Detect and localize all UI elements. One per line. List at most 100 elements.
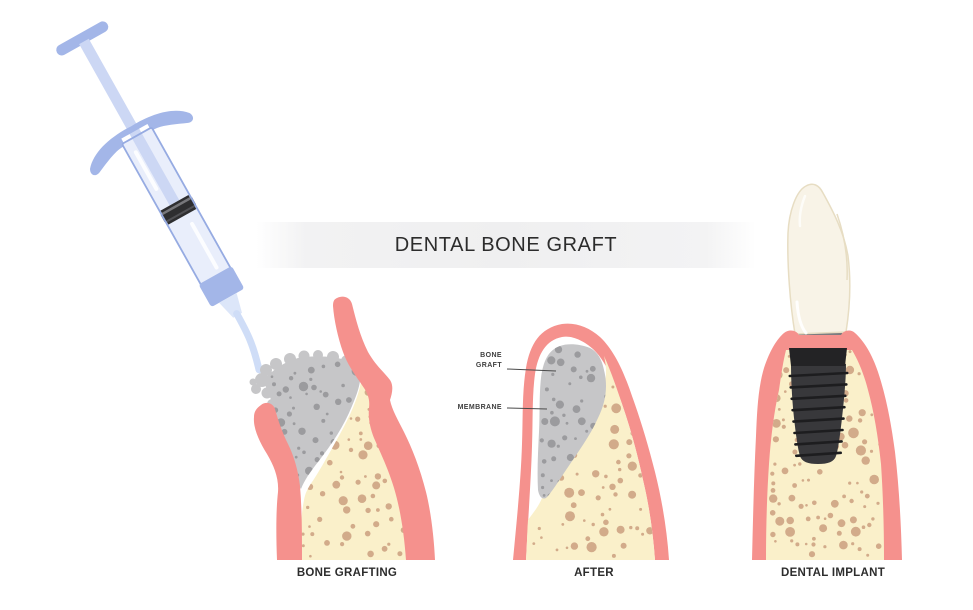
texture-dot [541, 485, 545, 490]
implant-screw [788, 364, 849, 464]
texture-dot [565, 546, 569, 550]
annotation-membrane: MEMBRANE [457, 404, 502, 411]
texture-dot [603, 519, 609, 526]
graft-material-blob [249, 350, 362, 489]
screw-thread-ridge [794, 440, 843, 446]
syringe-plunger-rod [79, 38, 144, 142]
syringe-cannula [233, 310, 263, 374]
texture-dot [292, 422, 296, 426]
texture-dot [566, 453, 575, 462]
texture-dot [549, 416, 560, 427]
syringe-finger-flange [90, 110, 194, 176]
texture-dot [798, 462, 802, 466]
texture-dot [540, 473, 545, 478]
texture-dot [817, 469, 823, 475]
texture-dot [635, 526, 640, 531]
texture-dot [812, 500, 817, 506]
texture-dot [583, 519, 586, 522]
barrel-highlight-upper [133, 150, 159, 191]
texture-dot [355, 416, 361, 422]
texture-dot [572, 405, 581, 413]
texture-dot [867, 522, 872, 528]
texture-dot [769, 510, 776, 516]
texture-dot [574, 437, 577, 440]
annotation-bone-graft: BONE GRAFT [436, 351, 502, 371]
texture-dot [550, 479, 553, 482]
screw-thread-ridge [789, 383, 848, 389]
texture-dot [272, 382, 276, 387]
texture-dot [568, 382, 572, 386]
caption-after: AFTER [574, 567, 614, 579]
texture-dot [849, 516, 857, 524]
caption-dental-implant: DENTAL IMPLANT [780, 567, 886, 579]
texture-dot [650, 357, 654, 361]
texture-dot [321, 364, 326, 369]
texture-dot [575, 472, 579, 476]
texture-dot [875, 543, 882, 549]
texture-dot [585, 369, 589, 373]
texture-dot [626, 439, 633, 446]
texture-dot [385, 503, 392, 510]
texture-dot [600, 512, 605, 517]
texture-dot [638, 473, 643, 478]
texture-dot [282, 386, 289, 393]
texture-dot [565, 511, 575, 522]
texture-dot [841, 441, 849, 449]
page-title: DENTAL BONE GRAFT [394, 233, 618, 256]
screw-thread-ridge [790, 394, 847, 401]
texture-dot [401, 423, 407, 429]
texture-dot [358, 431, 363, 436]
texture-dot [387, 542, 391, 546]
texture-dot [785, 527, 795, 537]
texture-dot [804, 542, 808, 546]
texture-dot [555, 548, 559, 552]
texture-dot [860, 490, 864, 494]
barrel-highlight-lower [190, 221, 219, 270]
texture-dot [570, 366, 577, 373]
panel-bone-grafting [249, 296, 435, 560]
texture-dot [541, 418, 549, 425]
texture-dot [795, 542, 800, 547]
texture-dot [364, 530, 371, 537]
texture-dot [871, 517, 875, 521]
texture-dot [327, 459, 333, 466]
screw-thread-ridge [791, 405, 846, 412]
texture-dot [858, 409, 866, 417]
title-banner: DENTAL BONE GRAFT [256, 222, 756, 268]
texture-dot [307, 366, 315, 374]
texture-dot [857, 547, 862, 552]
texture-dot [848, 427, 859, 439]
texture-dot [781, 424, 786, 429]
gum-flap-right [333, 296, 435, 560]
texture-dot [830, 499, 839, 508]
texture-dot [321, 418, 326, 423]
texture-dot [855, 445, 867, 456]
texture-dot [839, 540, 848, 550]
texture-dot [564, 487, 575, 498]
texture-dot [286, 411, 292, 417]
texture-dot [339, 475, 345, 480]
texture-dot [807, 478, 810, 482]
texture-dot [539, 438, 544, 443]
texture-dot [863, 505, 867, 509]
stopper-body [160, 194, 197, 225]
texture-dot [772, 419, 781, 428]
texture-dot [861, 525, 866, 529]
texture-dot [626, 453, 632, 459]
texture-dot [788, 494, 796, 502]
texture-dot [350, 523, 356, 529]
texture-dot [574, 351, 581, 358]
texture-dot [777, 408, 781, 411]
texture-dot [786, 516, 794, 525]
texture-dot [866, 553, 870, 557]
texture-dot [537, 526, 541, 531]
texture-dot [298, 381, 309, 392]
texture-dot [857, 418, 863, 423]
texture-dot [308, 525, 311, 528]
texture-dot [346, 397, 352, 403]
crown-highlight-upper [798, 194, 807, 228]
texture-dot [579, 375, 583, 380]
texture-dot [313, 403, 320, 410]
texture-dot [864, 493, 870, 499]
